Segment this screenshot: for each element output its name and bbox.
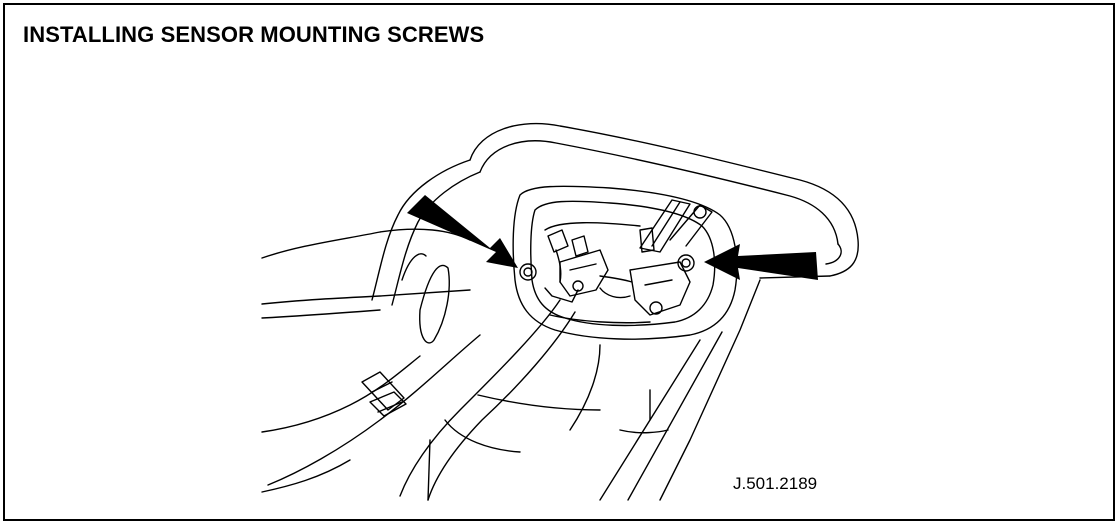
wiring-harness bbox=[399, 287, 579, 501]
left-arm bbox=[261, 228, 481, 493]
callout-arrows bbox=[407, 195, 818, 280]
housing-outline bbox=[371, 122, 859, 306]
left-arrow bbox=[407, 195, 518, 268]
right-arrow bbox=[704, 244, 818, 280]
harness-clip bbox=[361, 371, 407, 417]
lower-screw bbox=[572, 280, 663, 315]
sensor-opening bbox=[512, 185, 738, 340]
right-mounting-screw bbox=[677, 254, 695, 272]
lower-body bbox=[427, 279, 761, 501]
left-mounting-screw bbox=[519, 263, 537, 281]
figure-reference: J.501.2189 bbox=[733, 474, 818, 493]
diagram-title: INSTALLING SENSOR MOUNTING SCREWS bbox=[23, 22, 485, 47]
connector-strip bbox=[639, 199, 713, 253]
sensor-assembly bbox=[547, 227, 691, 316]
